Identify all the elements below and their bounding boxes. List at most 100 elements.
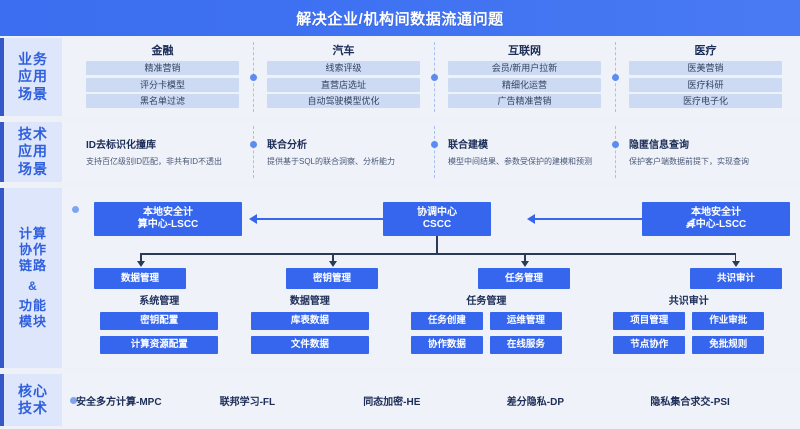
band-label-line: 功能 [18, 298, 47, 314]
node-line: 算中心-LSCC [685, 219, 747, 230]
scenario-chip[interactable]: 精准营销 [86, 61, 239, 75]
band-accent-bar [0, 374, 4, 426]
node-task-management[interactable]: 任务管理 [478, 268, 570, 289]
column-title: 金融 [151, 45, 174, 57]
scenario-chip[interactable]: 医疗科研 [629, 77, 782, 92]
module-group-title: 数据管理 [289, 296, 330, 307]
band-body-business: 金融 精准营销 评分卡模型 黑名单过滤 汽车 线索评级 直营店选址 自动驾驶模型… [62, 38, 800, 116]
band-body-chain: 本地安全计 算中心-LSCC 协调中心 CSCC 本地安全计 算中心-LSCC [62, 188, 800, 368]
band-label-chain: 计算 协作 链路 & 功能 模块 [4, 188, 62, 368]
node-line: 本地安全计 [691, 206, 741, 218]
band-accent-bar [0, 122, 4, 182]
module-chip[interactable]: 文件数据 [250, 336, 369, 354]
band-chain-and-modules: 计算 协作 链路 & 功能 模块 本地安全计 算中心-LSCC 协调中心 [0, 188, 800, 368]
module-chip[interactable]: 在线服务 [489, 336, 562, 354]
node-data-management[interactable]: 数据管理 [94, 268, 186, 289]
bus-tick-down-3 [521, 253, 528, 267]
node-line: 本地安全计 [143, 206, 193, 218]
bus-horizontal [140, 253, 736, 255]
feature-title: 隐匿信息查询 [629, 140, 689, 151]
node-coordination-cscc[interactable]: 协调中心 CSCC [383, 202, 491, 236]
business-column-auto: 汽车 线索评级 直营店选址 自动驾驶模型优化 [249, 38, 434, 116]
feature-desc: 支持百亿级别ID匹配，非共有ID不透出 [86, 157, 222, 166]
double-arrow-icon-left [249, 214, 393, 224]
band-label-line: 场景 [18, 85, 48, 102]
module-group-data-management: 数据管理 库表数据 文件数据 [235, 292, 386, 364]
page-title: 解决企业/机构间数据流通问题 [296, 10, 504, 28]
collaboration-diagram: 本地安全计 算中心-LSCC 协调中心 CSCC 本地安全计 算中心-LSCC [84, 196, 790, 292]
module-group-title: 系统管理 [139, 296, 180, 307]
band-label-business: 业务 应用 场景 [4, 38, 62, 116]
scenario-chip[interactable]: 评分卡模型 [86, 77, 239, 92]
feature-desc: 模型中间结果、参数受保护的建模和预测 [448, 157, 592, 166]
feature-title: 联合建模 [448, 140, 488, 151]
band-body-technical: ID去标识化撞库 支持百亿级别ID匹配，非共有ID不透出 联合分析 提供基于SQ… [62, 122, 800, 182]
band-core-technology: 核心 技术 安全多方计算-MPC 联邦学习-FL 同态加密-HE 差分隐私-DP… [0, 374, 800, 426]
module-chip[interactable]: 协作数据 [410, 336, 483, 354]
band-accent-bar [0, 38, 4, 116]
band-label-core: 核心 技术 [4, 374, 62, 426]
core-tech-mpc: 安全多方计算-MPC [76, 396, 162, 408]
module-chip[interactable]: 计算资源配置 [100, 336, 219, 354]
band-label-line: 技术 [18, 400, 48, 416]
scenario-chip[interactable]: 会员/新用户拉新 [448, 61, 601, 75]
module-group-task-management: 任务管理 任务创建 运维管理 协作数据 在线服务 [385, 292, 587, 364]
bullet-dot-icon [72, 206, 79, 213]
module-group-title: 任务管理 [466, 296, 507, 307]
band-label-technical: 技术 应用 场景 [4, 122, 62, 182]
page-header: 解决企业/机构间数据流通问题 [0, 0, 800, 36]
band-label-line: 核心 [18, 382, 48, 399]
module-chip[interactable]: 运维管理 [489, 312, 562, 330]
band-business-scenarios: 业务 应用 场景 金融 精准营销 评分卡模型 黑名单过滤 汽车 线索评级 直营店… [0, 38, 800, 116]
feature-desc: 保护客户端数据前提下，实现查询 [629, 157, 749, 166]
band-label-line: 场景 [18, 160, 48, 177]
scenario-chip[interactable]: 直营店选址 [267, 77, 420, 92]
band-label-line: 计算 [18, 226, 47, 242]
scenario-chip[interactable]: 医美营销 [629, 61, 782, 75]
scenario-chip[interactable]: 自动驾驶模型优化 [267, 94, 420, 108]
module-chip[interactable]: 库表数据 [250, 312, 369, 330]
function-module-groups: 系统管理 密钥配置 计算资源配置 数据管理 库表数据 文件数据 [84, 292, 790, 364]
technical-column-id-matching: ID去标识化撞库 支持百亿级别ID匹配，非共有ID不透出 [72, 122, 253, 182]
bullet-dot-icon [70, 396, 77, 404]
module-chip[interactable]: 节点协作 [613, 336, 686, 354]
scenario-chip[interactable]: 精细化运营 [448, 77, 601, 92]
scenario-chip[interactable]: 医疗电子化 [629, 94, 782, 108]
scenario-chip[interactable]: 线索评级 [267, 61, 420, 75]
module-chip[interactable]: 任务创建 [410, 312, 483, 330]
band-label-line: 技术 [18, 126, 48, 143]
scenario-chip[interactable]: 黑名单过滤 [86, 94, 239, 108]
node-line: CSCC [422, 219, 452, 230]
node-local-lscc-right[interactable]: 本地安全计 算中心-LSCC [642, 202, 790, 236]
node-consensus-audit[interactable]: 共识审计 [690, 268, 782, 289]
band-label-line: 应用 [18, 68, 48, 85]
node-local-lscc-left[interactable]: 本地安全计 算中心-LSCC [94, 202, 242, 236]
module-group-system-management: 系统管理 密钥配置 计算资源配置 [84, 292, 235, 364]
bus-tick-down-2 [329, 253, 336, 267]
business-column-medical: 医疗 医美营销 医疗科研 医疗电子化 [611, 38, 796, 116]
band-label-ampersand: & [28, 278, 38, 293]
module-group-title: 共识审计 [668, 296, 709, 307]
band-technical-scenarios: 技术 应用 场景 ID去标识化撞库 支持百亿级别ID匹配，非共有ID不透出 联合… [0, 122, 800, 182]
node-key-management[interactable]: 密钥管理 [286, 268, 378, 289]
technical-column-joint-analysis: 联合分析 提供基于SQL的联合洞察、分析能力 [249, 122, 434, 182]
module-chip[interactable]: 免批规则 [692, 336, 765, 354]
band-accent-bar [0, 188, 4, 368]
feature-title: ID去标识化撞库 [86, 140, 156, 151]
technical-column-private-query: 隐匿信息查询 保护客户端数据前提下，实现查询 [611, 122, 796, 182]
bus-tick-down-1 [137, 253, 144, 267]
core-tech-he: 同态加密-HE [363, 396, 421, 408]
band-label-line: 业务 [18, 51, 48, 68]
technical-column-joint-modeling: 联合建模 模型中间结果、参数受保护的建模和预测 [430, 122, 615, 182]
module-chip[interactable]: 项目管理 [613, 312, 686, 330]
core-tech-psi: 隐私集合求交-PSI [650, 396, 730, 408]
module-chip[interactable]: 密钥配置 [100, 312, 219, 330]
column-title: 汽车 [332, 45, 355, 57]
core-tech-dp: 差分隐私-DP [506, 396, 565, 408]
scenario-chip[interactable]: 广告精准营销 [448, 94, 601, 108]
feature-title: 联合分析 [267, 140, 307, 151]
bus-tick-down-4 [732, 253, 739, 267]
module-chip[interactable]: 作业审批 [692, 312, 765, 330]
band-label-line: 模块 [18, 314, 47, 330]
